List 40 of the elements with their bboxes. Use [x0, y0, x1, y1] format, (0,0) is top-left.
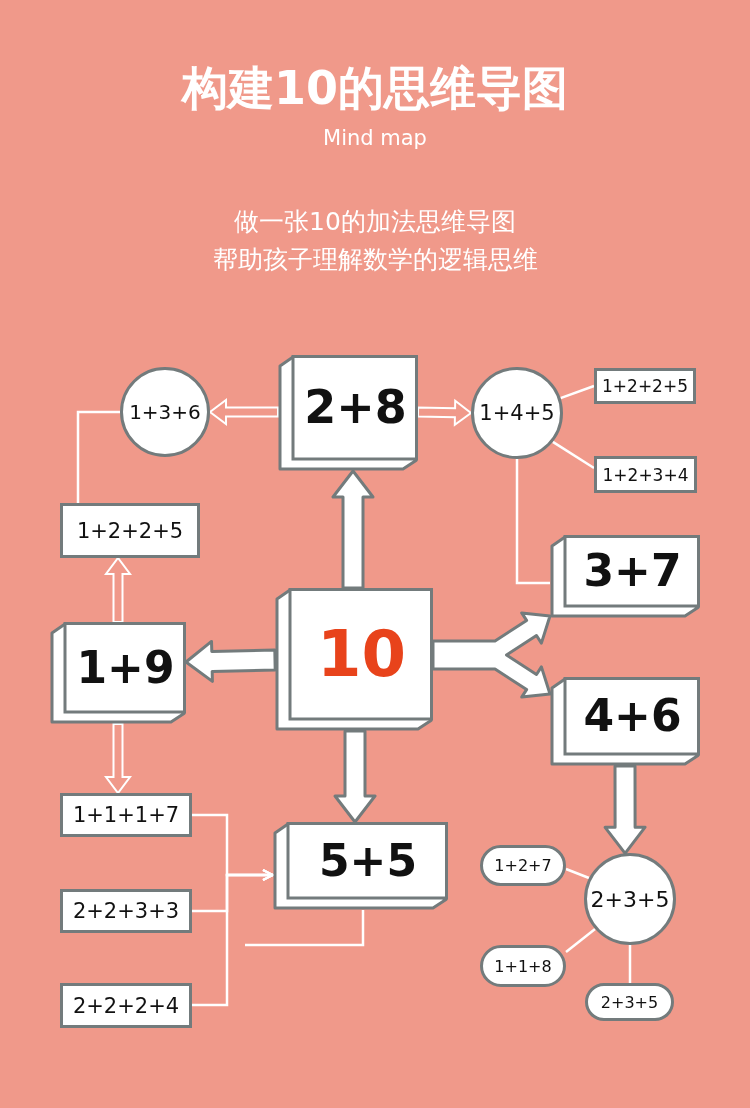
hollow-arrow	[416, 398, 473, 427]
connector-line	[565, 927, 596, 953]
connector-line	[245, 910, 365, 947]
number-box: 1+2+2+5	[60, 503, 200, 558]
number-circle: 1+3+6	[120, 367, 210, 457]
number-pill: 1+2+7	[480, 845, 566, 886]
forked-arrow	[431, 611, 552, 699]
number-box: 1+1+1+7	[60, 793, 192, 837]
number-pill: 1+1+8	[480, 945, 566, 987]
subtitle: Mind map	[322, 126, 428, 150]
block-arrow	[333, 729, 377, 824]
number-circle: 1+4+5	[471, 367, 563, 459]
number-box: 2+2+3+3	[60, 889, 192, 933]
description-line: 帮助孩子理解数学的逻辑思维	[211, 244, 539, 276]
number-box: 1+9	[50, 622, 186, 724]
connector-line	[552, 440, 595, 470]
block-arrow	[603, 764, 647, 855]
connector-line	[560, 384, 595, 400]
block-arrow	[331, 469, 375, 590]
number-pill: 2+3+5	[585, 983, 674, 1021]
connector-line	[565, 867, 590, 880]
hollow-arrow	[104, 723, 132, 795]
hollow-arrow	[208, 398, 279, 426]
number-box: 2+8	[278, 355, 418, 471]
number-box: 2+2+2+4	[60, 983, 192, 1028]
description-line: 做一张10的加法思维导图	[233, 206, 517, 238]
connector-line	[628, 945, 632, 983]
connector-line	[76, 410, 120, 503]
number-box: 1+2+3+4	[594, 456, 697, 493]
number-box: 1+2+2+5	[594, 368, 696, 404]
number-box: 5+5	[273, 822, 448, 910]
number-box: 10	[275, 588, 433, 731]
connector-line	[515, 459, 550, 585]
arrow	[192, 869, 274, 1007]
title: 构建10的思维导图	[180, 60, 569, 117]
hollow-arrow	[104, 556, 132, 623]
number-box: 3+7	[550, 535, 700, 618]
number-box: 4+6	[550, 677, 700, 766]
number-circle: 2+3+5	[584, 853, 676, 945]
block-arrow	[184, 639, 277, 683]
